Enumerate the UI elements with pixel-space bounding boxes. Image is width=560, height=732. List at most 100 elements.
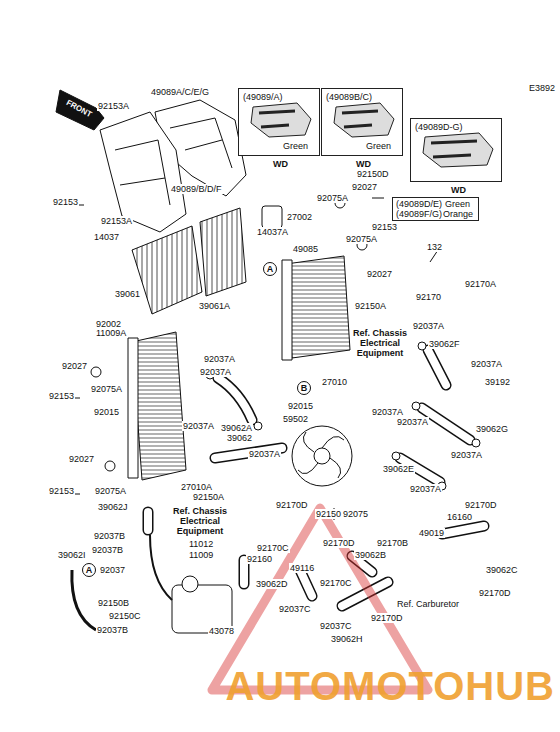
callout-number: 92170D xyxy=(478,588,512,598)
callout-number: 49116 xyxy=(289,563,315,573)
callout-number: 92150A xyxy=(354,301,387,311)
callout-number: 92027 xyxy=(61,361,88,371)
breather-tube xyxy=(150,535,172,600)
callout-number: 92075A xyxy=(316,193,349,203)
callout-number: 92037B xyxy=(96,625,129,635)
callout-number: 92170D xyxy=(464,500,498,510)
callout-number: 92170D xyxy=(370,613,404,623)
callout-number: 49085 xyxy=(292,244,319,254)
decal-box: (49089B/C)GreenWD xyxy=(321,88,403,156)
callout-number: 39062E xyxy=(382,464,415,474)
decal-text: (49089/A) xyxy=(243,92,283,102)
clamps xyxy=(91,198,480,490)
callout-number: 92015 xyxy=(93,407,120,417)
callout-number: 92027 xyxy=(351,182,378,192)
callout-number: 39061A xyxy=(198,301,231,311)
decal-box: (49089/A)GreenWD xyxy=(238,88,320,156)
callout-number: 39062D xyxy=(255,579,289,589)
callout-number: 92170C xyxy=(319,578,353,588)
callout-number: 39062C xyxy=(485,565,519,575)
callout-number: 92153A xyxy=(100,216,133,226)
callout-number: 14037 xyxy=(93,232,120,242)
callout-number: 39192 xyxy=(484,377,511,387)
decal-box: (49089D-G)WD xyxy=(410,118,502,182)
reference-circle: A xyxy=(82,563,96,577)
callout-number: 11009A xyxy=(95,328,127,338)
callout-number: 92150 xyxy=(315,509,342,519)
callout-number: 132 xyxy=(426,242,443,252)
decal-text: WD xyxy=(451,185,466,195)
callout-number: 39062G xyxy=(475,424,509,434)
callout-number: 39061 xyxy=(114,289,141,299)
callout-number: 43078 xyxy=(208,626,235,636)
callout-number: 92150B xyxy=(97,598,130,608)
reference-note: Ref. Chassis Electrical Equipment xyxy=(168,506,232,536)
callout-number: 39062F xyxy=(428,339,461,349)
callout-number: 92150C xyxy=(108,611,142,621)
callout-number: 92153 xyxy=(48,486,75,496)
callout-number: 59502 xyxy=(282,414,309,424)
callout-number: 16160 xyxy=(446,512,473,522)
shroud-detail xyxy=(170,118,232,168)
callout-number: 92153 xyxy=(52,197,79,207)
callout-number: 92037C xyxy=(319,621,353,631)
callout-number: 39062 xyxy=(226,433,253,443)
callout-number: 39062J xyxy=(97,502,129,512)
callout-number: 92075A xyxy=(94,486,127,496)
callout-number: 39062A xyxy=(220,423,253,433)
callout-number: 92037A xyxy=(396,417,429,427)
decal-text: (49089D/E) xyxy=(396,199,442,209)
decal-text: Green xyxy=(283,141,308,151)
callout-number: 92170B xyxy=(376,538,409,548)
decal-text: (49089D-G) xyxy=(415,122,463,132)
hoses xyxy=(148,350,484,606)
callout-number: 92037A xyxy=(203,354,236,364)
callout-number: 92170D xyxy=(322,538,356,548)
callout-number: 92170 xyxy=(415,292,442,302)
callout-number: 92037A xyxy=(248,449,281,459)
callout-number: 49089/B/D/F xyxy=(170,184,223,194)
shroud-detail xyxy=(115,140,170,205)
callout-number: 92170A xyxy=(464,279,497,289)
decal-text: Green xyxy=(445,199,470,209)
callout-number: 92015 xyxy=(287,401,314,411)
callout-number: 27010A xyxy=(180,482,213,492)
decal-text: Green xyxy=(366,141,391,151)
cap-27002 xyxy=(262,206,282,228)
callout-number: 92150A xyxy=(192,492,225,502)
callout-number: 92160 xyxy=(246,554,273,564)
callout-number: 49019 xyxy=(418,528,445,538)
callout-number: 14037A xyxy=(256,227,289,237)
callout-number: 92153 xyxy=(371,222,398,232)
callout-number: 92027 xyxy=(68,454,95,464)
callout-number: 92037A xyxy=(470,359,503,369)
overflow-tube xyxy=(72,570,96,630)
decal-text: WD xyxy=(356,159,371,169)
radiator-right xyxy=(286,256,350,358)
radiator-tank xyxy=(282,260,292,360)
callout-number: 92075A xyxy=(345,234,378,244)
callout-number: 11012 xyxy=(188,539,214,549)
callout-number: 92037A xyxy=(182,421,215,431)
callout-number: 92037A xyxy=(412,321,445,331)
fan xyxy=(292,426,352,486)
decal-text: (49089F/G) xyxy=(396,209,442,219)
callout-number: 92027 xyxy=(366,269,393,279)
grille-a xyxy=(200,208,246,296)
radiator-left xyxy=(132,332,186,480)
callout-number: 92153 xyxy=(48,391,75,401)
callout-number: 39062I xyxy=(57,550,87,560)
callout-number: 92075A xyxy=(90,384,123,394)
callout-number: 92037B xyxy=(93,531,126,541)
callout-number: 92037A xyxy=(371,407,404,417)
callout-number: 39062H xyxy=(330,634,364,644)
callout-number: 92037B xyxy=(91,545,124,555)
callout-number: 92037C xyxy=(278,604,312,614)
fan-blades xyxy=(298,432,344,478)
callout-number: 27010 xyxy=(321,377,348,387)
decal-text: (49089B/C) xyxy=(326,92,372,102)
callout-number: 39062B xyxy=(354,550,387,560)
callout-number: 92075 xyxy=(342,509,369,519)
grille xyxy=(132,226,202,314)
